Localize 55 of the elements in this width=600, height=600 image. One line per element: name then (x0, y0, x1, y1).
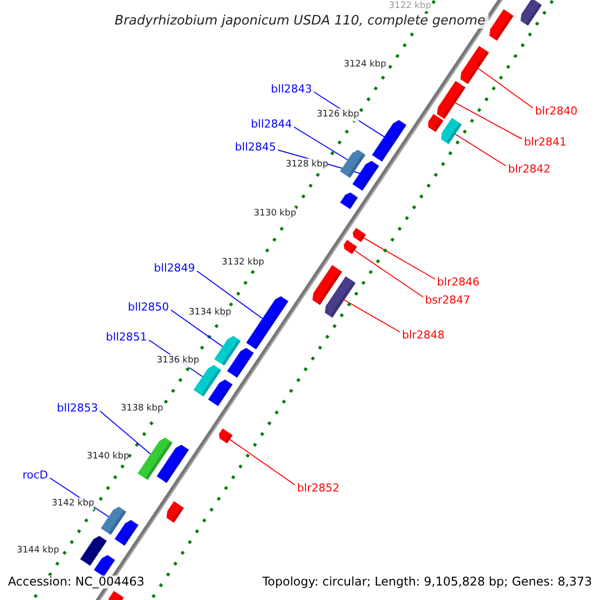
gene-shape (460, 46, 489, 84)
gene-shape (324, 276, 356, 318)
gene-shape (194, 365, 222, 397)
gene-shape (138, 438, 173, 480)
gene-label: blr2852 (297, 482, 340, 494)
gene-label: bll2845 (234, 140, 276, 154)
gene-label: bsr2847 (425, 294, 470, 306)
scale-label: 3140 kbp (86, 450, 130, 464)
gene-label: bll2853 (56, 402, 98, 414)
gene-shape (436, 80, 466, 120)
leader-line (294, 126, 348, 160)
gene-shape (214, 336, 241, 366)
gene-label: bll2843 (270, 82, 312, 96)
gene-shape (218, 428, 233, 444)
leader-line (344, 299, 400, 332)
gene-label: bll2850 (128, 300, 169, 314)
gene-label: blr2841 (524, 136, 567, 148)
leader-line (170, 310, 224, 348)
leader-line (100, 410, 152, 455)
leader-line (363, 238, 436, 280)
gene-label: blr2840 (535, 104, 578, 118)
leader-line (229, 438, 296, 486)
scale-label: 3128 kbp (286, 158, 328, 172)
gene-label: bll2851 (106, 330, 147, 344)
gene-shape (352, 160, 380, 191)
gene-shape (352, 228, 366, 242)
scale-label: 3130 kbp (254, 208, 296, 220)
scale-label: 3136 kbp (156, 354, 200, 368)
scale-label: 3122 kbp (388, 1, 432, 11)
gene-shape (344, 240, 357, 254)
scale-label: 3138 kbp (120, 402, 164, 416)
scale-label: 3126 kbp (316, 108, 360, 122)
footer-text: Topology: circular; Length: 9,105,828 bp; Genes: 8,373 (262, 576, 592, 588)
leader-line (354, 250, 424, 298)
footer-text: Accession: NC_004463 (8, 576, 144, 588)
leader-line (478, 68, 534, 108)
scale-label: 3134 kbp (188, 306, 232, 320)
leader-line (454, 134, 506, 166)
gene-shape (372, 120, 406, 162)
scale-label: 3142 kbp (52, 498, 94, 510)
gene-label: blr2848 (402, 328, 445, 342)
gene-label: bll2844 (250, 118, 292, 130)
gene-shape (340, 150, 366, 178)
gene-label: rocD (22, 468, 48, 482)
gene-label: bll2849 (154, 262, 195, 274)
gene-shape (100, 506, 126, 535)
scale-label: 3124 kbp (344, 58, 386, 72)
scale-label: 3144 kbp (16, 544, 60, 558)
leader-line (454, 102, 522, 140)
gene-shape (246, 296, 288, 350)
scale-label: 3132 kbp (222, 256, 264, 270)
leader-line (196, 270, 263, 319)
gene-label: blr2842 (508, 162, 551, 176)
gene-shape (441, 118, 462, 144)
gene-label: blr2846 (437, 276, 480, 288)
